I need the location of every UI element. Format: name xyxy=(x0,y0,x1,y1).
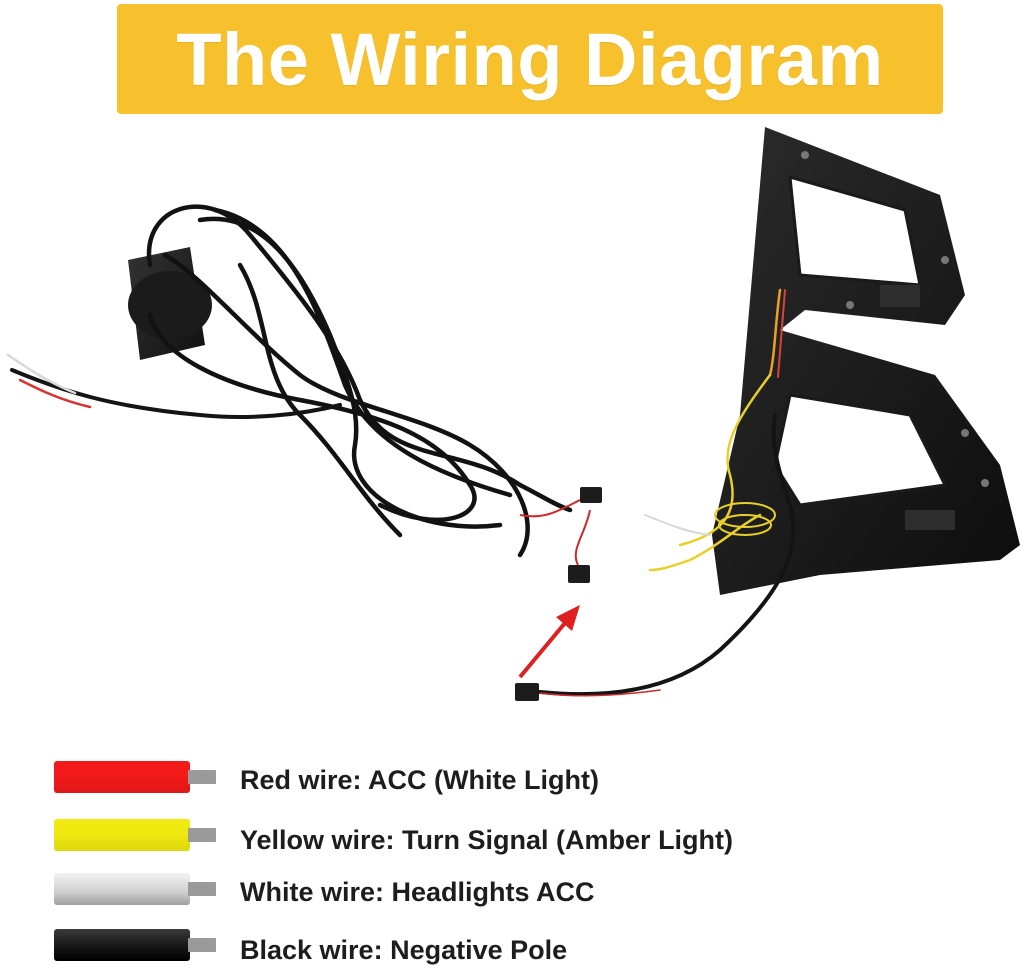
legend-row-yellow: Yellow wire: Turn Signal (Amber Light) xyxy=(0,817,1024,867)
red-wire-swatch xyxy=(54,761,190,793)
wire-tip xyxy=(188,770,216,784)
diagram-title: The Wiring Diagram xyxy=(176,17,884,101)
connector-pair xyxy=(515,487,602,701)
wire-legend: Red wire: ACC (White Light) Yellow wire:… xyxy=(0,755,1024,969)
black-wire-swatch xyxy=(54,929,190,961)
legend-label-yellow: Yellow wire: Turn Signal (Amber Light) xyxy=(240,825,734,855)
black-cable-bundle xyxy=(146,204,573,558)
wire-tip xyxy=(188,938,216,952)
legend-row-white: White wire: Headlights ACC xyxy=(0,871,1024,921)
legend-label-black: Black wire: Negative Pole xyxy=(240,935,568,965)
yellow-wire-swatch xyxy=(54,819,190,851)
legend-label-red: Red wire: ACC (White Light) xyxy=(240,765,599,795)
wire-tip xyxy=(188,828,216,842)
red-arrow xyxy=(518,605,580,679)
legend-row-red: Red wire: ACC (White Light) xyxy=(0,757,1024,807)
wire-tip xyxy=(188,882,216,896)
title-banner: The Wiring Diagram xyxy=(117,4,943,114)
legend-row-black: Black wire: Negative Pole xyxy=(0,927,1024,977)
legend-label-white: White wire: Headlights ACC xyxy=(240,877,595,907)
white-wire-swatch xyxy=(54,873,190,905)
control-box xyxy=(128,247,212,360)
light-housing xyxy=(712,127,1020,595)
product-photo xyxy=(6,127,1020,701)
left-lead-wires xyxy=(6,353,342,419)
housing-wires xyxy=(538,288,796,697)
